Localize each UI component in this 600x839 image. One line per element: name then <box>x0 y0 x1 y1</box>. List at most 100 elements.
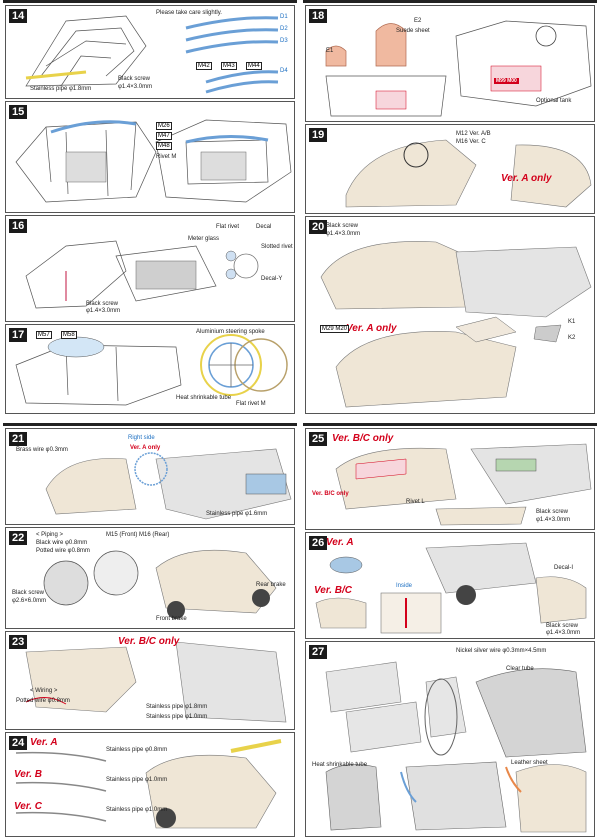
flat-rivet-label: Flat rivet M <box>236 401 266 407</box>
ref-m44: M44 <box>246 62 262 70</box>
tube-label: Heat shrinkable tube <box>176 395 232 401</box>
potted-wire-label: Potted wire φ0.8mm <box>16 698 70 704</box>
rivet-label: Rivet M <box>156 154 177 160</box>
pipe-label: Stainless pipe φ1.8mm <box>30 86 92 92</box>
piping-title: < Piping > <box>36 532 64 538</box>
ref-m43: M43 <box>221 62 237 70</box>
ref-brake: M15 (Front) M16 (Rear) <box>106 532 170 538</box>
rivet-label: Rivet L <box>406 499 425 505</box>
clear-tube-label: Clear tube <box>506 666 534 672</box>
decal-y-label: Decal-Y <box>261 276 283 282</box>
step-23-diagram <box>25 641 287 723</box>
part-k2: K2 <box>568 335 576 341</box>
meter-glass-label: Meter glass <box>188 236 220 242</box>
step-18-panel: 18 Suede sheet E2 E1 Optional tank M99 M… <box>305 5 595 122</box>
stainless-pipe-b: Stainless pipe φ1.0mm <box>106 777 168 783</box>
step-21-diagram <box>45 448 292 520</box>
step-14-diagram <box>25 15 279 94</box>
ver-a-only-label: Ver. A only <box>130 445 161 451</box>
step-22-panel: 22 < Piping > Black wire φ0.8mm Potted w… <box>5 527 295 629</box>
ver-bc-label: Ver. B/C <box>314 585 352 596</box>
step-14-panel: 14 Please take care slightly. Stainless … <box>5 5 295 99</box>
page-top-border <box>303 0 597 3</box>
step-23-panel: 23 Ver. B/C only < Wiring > Potted wire … <box>5 631 295 730</box>
step-number: 17 <box>9 328 28 342</box>
step-number: 26 <box>309 536 328 550</box>
step-27-diagram <box>325 661 587 833</box>
step-16-panel: 16 Flat rivet Decal Meter glass Slotted … <box>5 215 295 322</box>
manual-page-top-left: 14 Please take care slightly. Stainless … <box>3 0 297 414</box>
stainless-pipe-2: Stainless pipe φ1.0mm <box>146 714 208 720</box>
page-top-border <box>303 423 597 426</box>
flat-rivet-label: Flat rivet <box>216 224 240 230</box>
step-19-diagram <box>345 139 592 208</box>
ver-a-only-label: Ver. A only <box>501 173 552 184</box>
slotted-rivet-label: Slotted rivet <box>261 244 293 250</box>
manual-page-bottom-right: 25 Ver. B/C only Ver. B/C only Black scr… <box>303 423 597 837</box>
screw-size: φ1.4×3.0mm <box>326 231 361 237</box>
ref-tag: M99 M00 <box>494 78 519 84</box>
optional-tank-label: Optional tank <box>536 98 572 104</box>
step-number: 14 <box>9 9 28 23</box>
step-number: 21 <box>9 432 28 446</box>
screw-label: Black screw <box>118 76 151 82</box>
step-number: 19 <box>309 128 328 142</box>
ref-tag: M29 M20 <box>320 325 350 333</box>
spoke-label: Aluminium steering spoke <box>196 329 265 335</box>
inside-label: Inside <box>396 583 413 589</box>
ref-m58: M58 <box>61 331 77 339</box>
step-number: 23 <box>9 635 28 649</box>
screw-size: φ1.4×3.0mm <box>86 308 121 314</box>
potted-wire-label: Potted wire φ0.8mm <box>36 548 90 554</box>
part-e1: E1 <box>326 48 334 54</box>
part-k1: K1 <box>568 319 576 325</box>
step-17-panel: 17 Aluminium steering spoke Heat shrinka… <box>5 324 295 414</box>
ref-m42: M42 <box>196 62 212 70</box>
step-20-panel: 20 Black screw φ1.4×3.0mm Ver. A only M2… <box>305 216 595 414</box>
ref-m47: M47 <box>156 132 172 140</box>
step-number: 16 <box>9 219 28 233</box>
ref-m26: M26 <box>156 122 172 130</box>
ver-a-label: Ver. A <box>326 537 354 548</box>
step-27-panel: 27 Nickel silver wire φ0.3mm×4.5mm Clear… <box>305 641 595 837</box>
step-19-panel: 19 Ver. A only M12 Ver. A/B M16 Ver. C <box>305 124 595 214</box>
ver-a-label: Ver. A <box>30 737 58 748</box>
stainless-pipe-1: Stainless pipe φ1.8mm <box>146 704 208 710</box>
manual-page-bottom-left: 21 Brass wire φ0.3mm Right side Ver. A o… <box>3 423 297 837</box>
part-e2: E2 <box>414 18 422 24</box>
step-number: 24 <box>9 736 28 750</box>
screw-label: Black screw <box>536 509 569 515</box>
step-15-diagram <box>15 119 292 203</box>
ver-c-label: Ver. C <box>14 801 42 812</box>
step-21-panel: 21 Brass wire φ0.3mm Right side Ver. A o… <box>5 428 295 525</box>
screw-size: φ1.4×3.0mm <box>546 630 581 636</box>
ver-bc-only-label: Ver. B/C only <box>332 433 394 444</box>
screw-label: Black screw <box>86 301 119 307</box>
step-20-diagram <box>320 241 592 408</box>
decal-label: Decal-I <box>554 565 574 571</box>
stainless-pipe-c: Stainless pipe φ1.0mm <box>106 807 168 813</box>
front-brake-label: Front brake <box>156 616 187 622</box>
decal-label: Decal <box>256 224 272 230</box>
part-d1: D1 <box>280 14 288 20</box>
wiring-title: < Wiring > <box>30 688 58 694</box>
screw-size: φ1.4×3.0mm <box>536 517 571 523</box>
step-number: 20 <box>309 220 328 234</box>
step-22-diagram <box>43 549 277 619</box>
black-wire-label: Black wire φ0.8mm <box>36 540 88 546</box>
rear-brake-label: Rear brake <box>256 582 286 588</box>
ver-bc-only-label: Ver. B/C only <box>118 636 180 647</box>
ver-a-only-label: Ver. A only <box>346 323 397 334</box>
leather-sheet-label: Leather sheet <box>511 760 548 766</box>
step-number: 22 <box>9 531 28 545</box>
brass-wire-label: Brass wire φ0.3mm <box>16 447 68 453</box>
step-25-diagram <box>335 443 592 526</box>
manual-page-top-right: 18 Suede sheet E2 E1 Optional tank M99 M… <box>303 0 597 414</box>
suede-sheet-label: Suede sheet <box>396 28 430 34</box>
screw-size: φ1.4×3.0mm <box>118 84 153 90</box>
step-number: 15 <box>9 105 28 119</box>
step-26-panel: 26 Ver. A Ver. B/C Inside Decal-I Black … <box>305 532 595 639</box>
part-d4: D4 <box>280 68 288 74</box>
note-text: Please take care slightly. <box>156 10 222 16</box>
screw-label: Black screw <box>12 590 45 596</box>
